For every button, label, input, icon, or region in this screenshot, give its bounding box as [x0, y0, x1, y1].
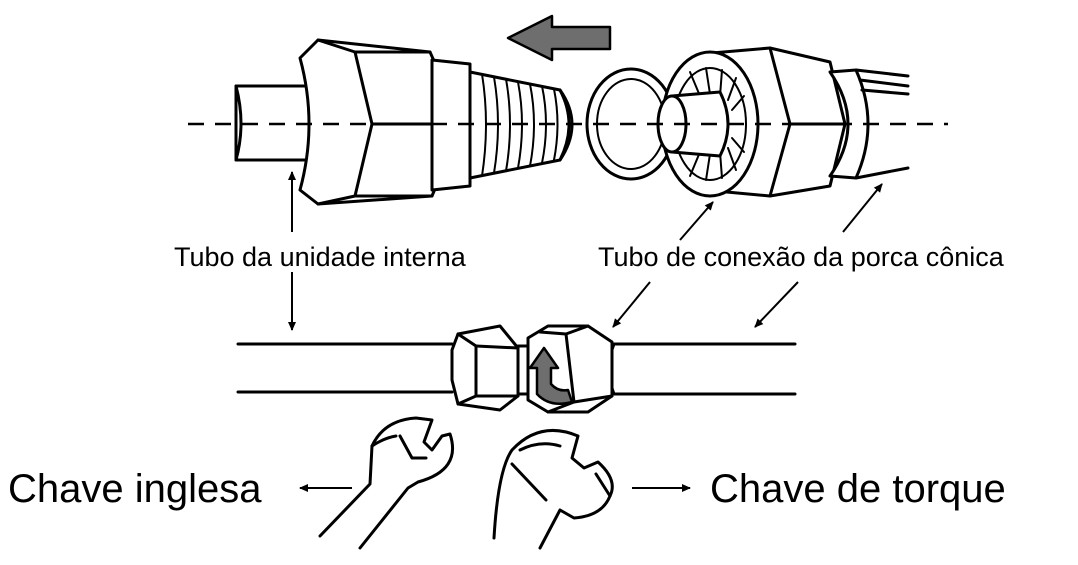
connected-assembly: [236, 324, 797, 414]
flare-connector: [656, 46, 847, 198]
spanner-wrench: [318, 416, 455, 550]
label-spanner: Chave inglesa: [8, 467, 262, 511]
label-torque-wrench: Chave de torque: [710, 467, 1006, 511]
tightening-arrow: [528, 346, 574, 405]
pointer-lines: [288, 171, 883, 331]
label-flare-nut-pipe: Tubo de conexão da porca cônica: [598, 242, 1005, 272]
exploded-assembly: [188, 14, 948, 206]
label-indoor-pipe: Tubo da unidade interna: [174, 242, 467, 272]
assembly-direction-arrow: [506, 14, 612, 62]
torque-wrench: [492, 428, 614, 550]
